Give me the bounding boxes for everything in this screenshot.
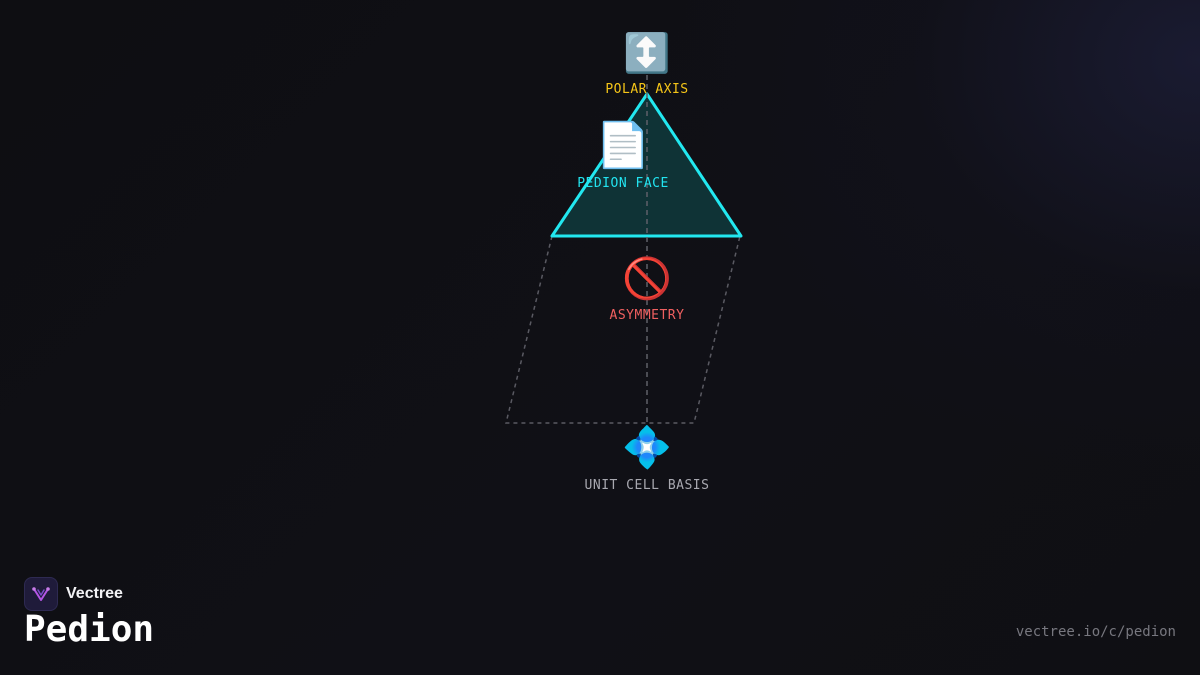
prohibited-icon: 🚫 [622,256,672,302]
page-title: Pedion [24,609,155,650]
polar-axis-label: POLAR AXIS [605,82,689,97]
unit-cell-outline [505,235,741,424]
brand[interactable]: Vectree [24,577,123,611]
up-down-arrow-icon: ↕️ [623,31,671,75]
pedion-face-label: PEDION FACE [577,176,669,191]
page-url[interactable]: vectree.io/c/pedion [1015,624,1176,640]
page-icon: 📄 [595,120,651,171]
diamond-dot-icon: 💠 [622,425,672,471]
unit-cell-basis-label: UNIT CELL BASIS [584,478,710,493]
vectree-logo-icon [24,577,58,611]
brand-name: Vectree [66,585,123,602]
asymmetry-label: ASYMMETRY [609,308,685,323]
vectree-logo-glyph [32,587,50,601]
